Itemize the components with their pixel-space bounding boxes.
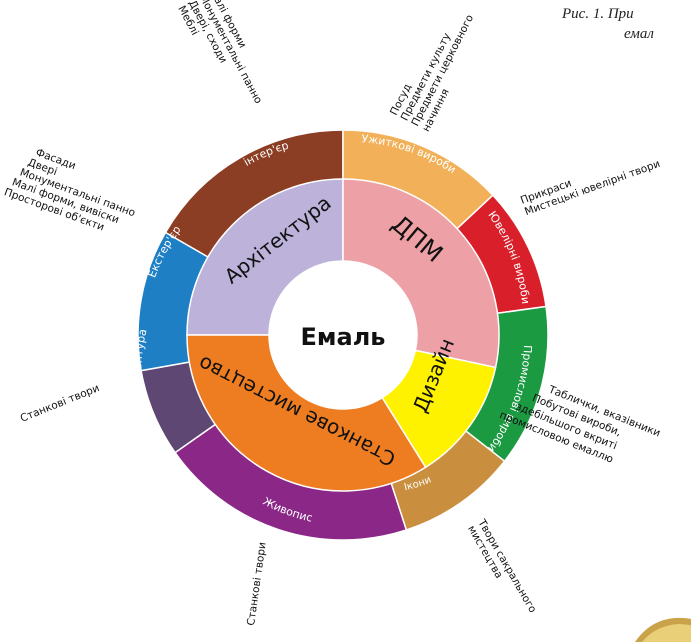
figure-caption: Рис. 1. При емал [562, 4, 691, 44]
svg-text:Твори сакрального: Твори сакрального [475, 517, 539, 615]
annotation-icons: Твори сакрального мистецтва [465, 517, 539, 615]
annotation-jewelry: Прикраси Мистецькі ювелірні твори [519, 158, 662, 218]
annotation-painting: Станкові твори [245, 541, 269, 626]
segment-easel [186, 334, 427, 492]
inner-ring [186, 178, 500, 492]
svg-text:Станкові твори: Станкові твори [245, 541, 269, 626]
annotation-interior: Меблі Двері, сходи Монументальні панно М… [175, 0, 264, 106]
annotation-household: Посуд Предмети культу Предмети церковног… [388, 13, 476, 134]
center-label: Емаль [301, 323, 386, 351]
center-hole [269, 261, 417, 409]
svg-text:Предмети церковного: Предмети церковного [409, 13, 476, 128]
annotation-sculpture: Станкові твори [19, 382, 102, 425]
corner-decoration [635, 617, 691, 642]
svg-text:Станкові твори: Станкові твори [19, 382, 102, 425]
caption-line-1: Рис. 1. При [562, 6, 634, 22]
annotation-exterior: Фасади Двері Монументальні панно Малі фо… [3, 147, 137, 234]
caption-line-2: емал [624, 26, 654, 42]
